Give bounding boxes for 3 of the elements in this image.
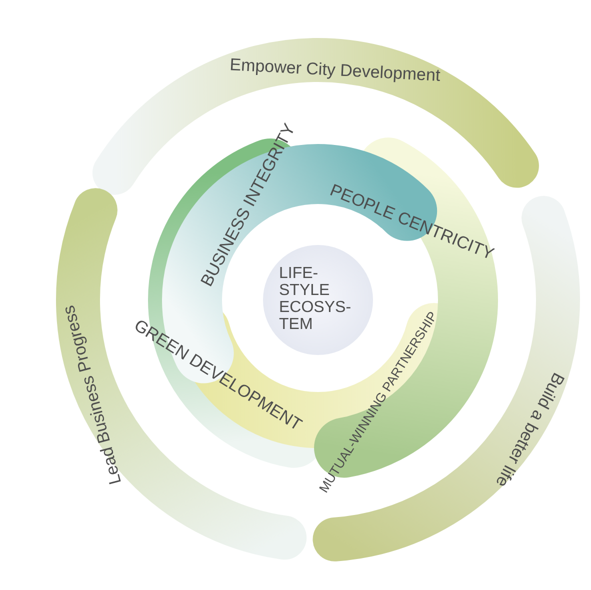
band-label: Lead Business Progress xyxy=(60,304,124,486)
center-label: LIFE-STYLE ECOSYS-TEM xyxy=(279,266,352,334)
band-label: Empower City Development xyxy=(229,56,441,84)
